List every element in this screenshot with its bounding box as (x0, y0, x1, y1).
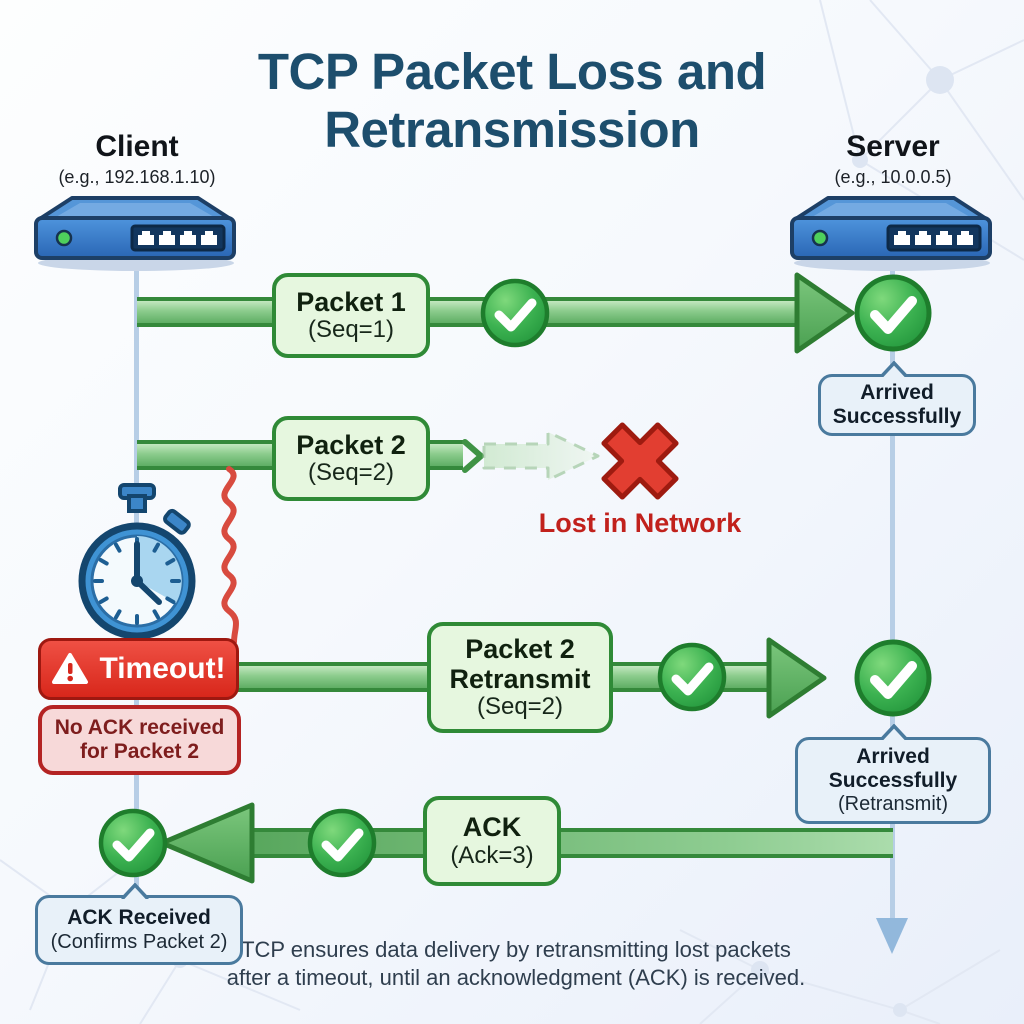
ack-number: (Ack=3) (450, 841, 534, 869)
packet2-seq: (Seq=2) (307, 459, 395, 487)
no-ack-line2: for Packet 2 (79, 740, 200, 763)
caption-line2: after a timeout, until an acknowledgment… (226, 964, 806, 990)
warning-icon (52, 653, 89, 684)
packet2-title: Packet 2 (296, 429, 406, 460)
packet1-flow-bar (137, 297, 800, 327)
arrived1-line2: Successfully (832, 405, 962, 428)
packet1-label-box: Packet 1 (Seq=1) (272, 273, 430, 358)
lost-cross-icon (601, 422, 679, 500)
ack-received-check-icon (98, 808, 168, 878)
packet2-break-chevron-icon (462, 439, 484, 473)
packet1-title: Packet 1 (296, 286, 406, 317)
arrived1-bubble: Arrived Successfully (818, 374, 976, 436)
retransmit-arrowhead-icon (766, 637, 827, 719)
caption-line1: TCP ensures data delivery by retransmitt… (241, 937, 791, 962)
arrived2-line3: (Retransmit) (837, 793, 948, 816)
retransmit-arrived-check-icon (854, 639, 932, 717)
packet1-arrowhead-icon (794, 272, 855, 354)
retransmit-seq: (Seq=2) (476, 693, 564, 721)
no-ack-line1: No ACK received (54, 715, 225, 739)
packet1-arrived-check-icon (854, 274, 932, 352)
timeout-label: Timeout! (99, 652, 226, 685)
lost-in-network-label: Lost in Network (538, 508, 742, 538)
server-lifeline-arrow-icon (876, 918, 908, 954)
ack-received-line1: ACK Received (67, 906, 211, 930)
arrived2-bubble-tail (879, 724, 909, 740)
ack-label-box: ACK (Ack=3) (423, 796, 561, 886)
packet1-check-icon (480, 278, 550, 348)
server-label: Server (846, 130, 940, 163)
timeout-box: Timeout! (38, 638, 239, 700)
arrived2-bubble: Arrived Successfully (Retransmit) (795, 737, 991, 824)
caption: TCP ensures data delivery by retransmitt… (196, 936, 836, 992)
lost-packet-arrow-icon (482, 430, 600, 482)
retransmit-title2: Retransmit (449, 664, 591, 695)
retransmit-check-icon (657, 642, 727, 712)
arrived1-bubble-tail (879, 361, 909, 377)
packet2-label-box: Packet 2 (Seq=2) (272, 416, 430, 501)
ack-check-icon (307, 808, 377, 878)
server-address: (e.g., 10.0.0.5) (834, 167, 952, 187)
arrived2-line1: Arrived (856, 744, 930, 768)
ack-title: ACK (462, 812, 522, 843)
stopwatch-icon (78, 483, 196, 640)
timeout-wave-line-icon (221, 466, 239, 645)
arrived1-line1: Arrived (860, 380, 934, 404)
packet1-seq: (Seq=1) (307, 316, 395, 344)
ack-arrowhead-icon (159, 802, 255, 884)
page-title-line1: TCP Packet Loss and (257, 43, 767, 100)
client-address: (e.g., 192.168.1.10) (58, 167, 216, 187)
server-router-icon (790, 196, 992, 271)
ack-received-bubble: ACK Received (Confirms Packet 2) (35, 895, 243, 965)
page-title-line2: Retransmission (324, 101, 700, 158)
client-label: Client (95, 130, 179, 163)
ack-bubble-tail (120, 883, 150, 899)
server-lifeline (890, 266, 895, 920)
no-ack-box: No ACK received for Packet 2 (38, 705, 241, 775)
retransmit-title: Packet 2 (465, 633, 575, 664)
retransmit-label-box: Packet 2 Retransmit (Seq=2) (427, 622, 613, 733)
arrived2-line2: Successfully (828, 769, 958, 792)
ack-received-line2: (Confirms Packet 2) (50, 930, 228, 953)
client-router-icon (34, 196, 236, 271)
